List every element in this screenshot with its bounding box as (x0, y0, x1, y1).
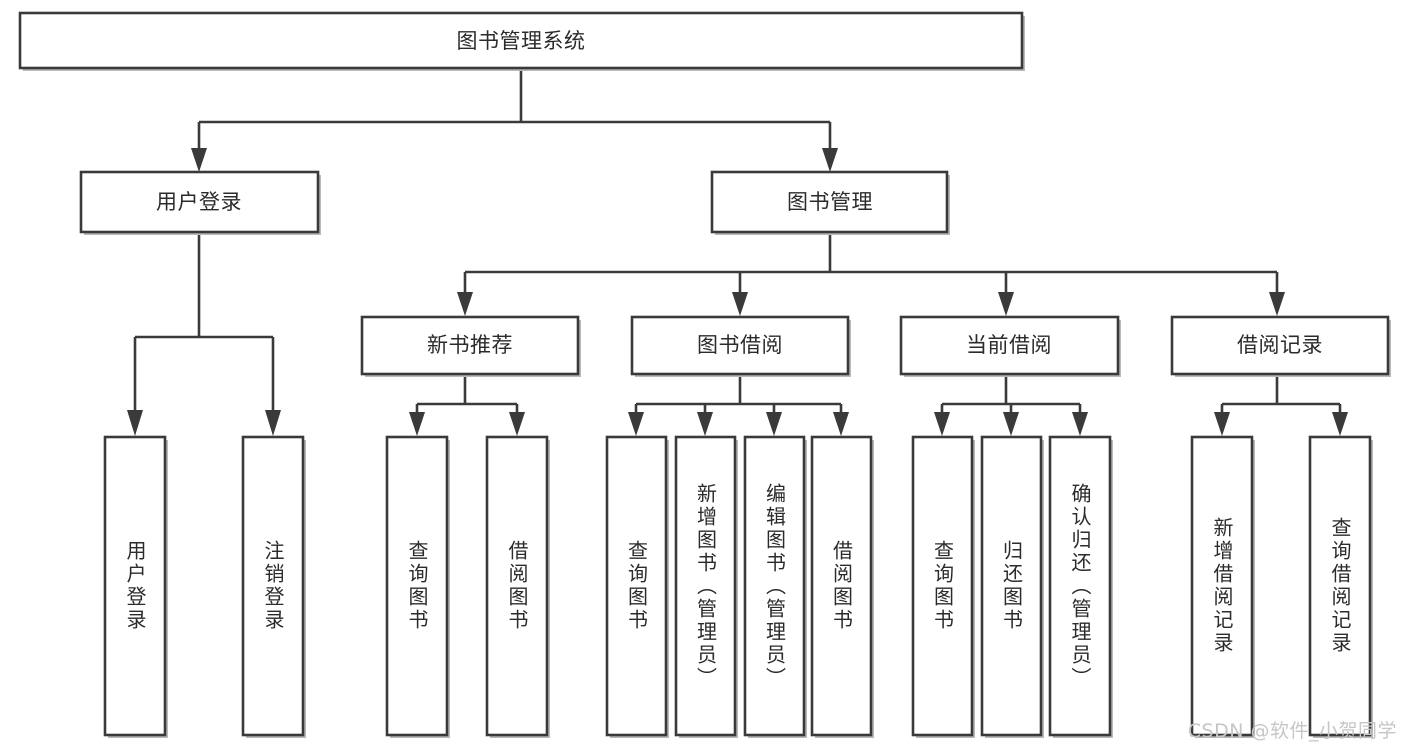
arrowhead-book-borrow (732, 292, 748, 316)
current-borrow-label: 当前借阅 (966, 333, 1052, 357)
arrowhead-leaf-query-book-2 (628, 412, 644, 436)
arrowhead-book-manage (822, 148, 838, 172)
book-borrow-box[interactable] (630, 315, 850, 376)
arrowhead-leaf-confirm-return (1072, 412, 1088, 436)
new-book-rec-box[interactable] (360, 315, 580, 376)
node-book-borrow[interactable]: 图书借阅 (630, 315, 851, 377)
connectors (127, 68, 1348, 436)
leaf-borrow-book-2-box[interactable] (810, 435, 873, 737)
arrowhead-leaf-borrow-book-1 (509, 412, 525, 436)
book-manage-label: 图书管理 (787, 190, 873, 214)
leaf-user-logout-box[interactable] (241, 435, 305, 737)
leaf-user-login-box[interactable] (103, 435, 167, 737)
book-borrow-label: 图书借阅 (697, 333, 783, 357)
arrowhead-current-borrow (998, 292, 1014, 316)
csdn-watermark: CSDN @软件_小贺同学 (1187, 720, 1397, 742)
borrow-record-box[interactable] (1170, 315, 1390, 376)
borrow-record-label: 借阅记录 (1237, 333, 1323, 357)
leaf-query-book-1-box[interactable] (385, 435, 449, 737)
node-book-manage[interactable]: 图书管理 (710, 170, 950, 235)
arrowhead-borrow-record (1269, 292, 1285, 316)
node-new-book-rec[interactable]: 新书推荐 (360, 315, 581, 377)
user-login-box[interactable] (79, 170, 320, 234)
current-borrow-box[interactable] (899, 315, 1120, 376)
arrowhead-leaf-query-book-1 (409, 412, 425, 436)
leaf-add-book-box[interactable] (674, 435, 737, 737)
arrowhead-leaf-user-logout (265, 410, 281, 436)
arrowhead-leaf-add-record (1214, 412, 1230, 436)
node-user-login[interactable]: 用户登录 (79, 170, 321, 235)
arrowhead-leaf-query-book-3 (934, 412, 950, 436)
arrowhead-user-login (191, 148, 207, 172)
leaf-query-book-3-box[interactable] (911, 435, 974, 737)
leaf-return-book-box[interactable] (980, 435, 1043, 737)
arrowhead-new-book-rec (457, 292, 473, 316)
leaf-query-book-2-box[interactable] (605, 435, 668, 737)
arrowhead-leaf-borrow-book-2 (833, 412, 849, 436)
arrowhead-leaf-edit-book (766, 412, 782, 436)
arrowhead-leaf-return-book (1003, 412, 1019, 436)
arrowhead-leaf-user-login (127, 410, 143, 436)
node-borrow-record[interactable]: 借阅记录 (1170, 315, 1391, 377)
leaf-edit-book-box[interactable] (743, 435, 806, 737)
node-current-borrow[interactable]: 当前借阅 (899, 315, 1121, 377)
arrowhead-leaf-query-record (1332, 412, 1348, 436)
arrowhead-leaf-add-book (697, 412, 713, 436)
node-root[interactable]: 图书管理系统 (18, 11, 1025, 71)
root-label: 图书管理系统 (457, 29, 586, 53)
new-book-rec-label: 新书推荐 (427, 333, 513, 357)
root-box[interactable] (18, 11, 1024, 70)
leaf-add-record-box[interactable] (1190, 435, 1254, 737)
leaf-query-record-box[interactable] (1308, 435, 1372, 737)
leaf-borrow-book-1-box[interactable] (485, 435, 549, 737)
leaf-confirm-return-box[interactable] (1048, 435, 1112, 737)
leaf-boxes (103, 435, 1373, 738)
book-manage-box[interactable] (710, 170, 949, 234)
user-login-label: 用户登录 (156, 190, 242, 214)
